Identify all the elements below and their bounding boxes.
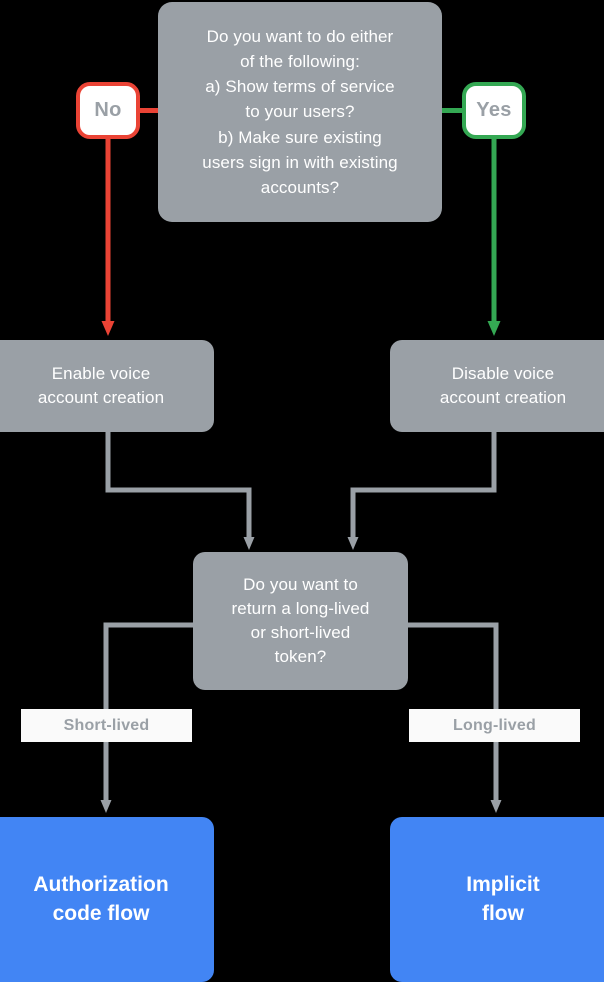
terminal-node-implicit-flow-text: Implicit flow [466, 873, 540, 925]
terminal-node-authorization-code-flow-text: Authorization code flow [33, 873, 169, 925]
edge-enable-to-token [105, 432, 255, 550]
decision-node-terms-question-text: Do you want to do either of the followin… [202, 26, 398, 197]
answer-node-no[interactable]: No [76, 82, 140, 139]
edge-disable-to-token [347, 432, 497, 550]
edge-label-long-lived-text: Long-lived [453, 716, 536, 734]
edge-label-long-lived: Long-lived [409, 709, 580, 742]
process-node-enable-voice-account-creation-text: Enable voice account creation [37, 363, 165, 407]
decision-node-token-question-text: Do you want to return a long-lived or sh… [231, 574, 370, 667]
edge-label-short-lived-text: Short-lived [63, 716, 150, 734]
decision-node-terms-question[interactable]: Do you want to do either of the followin… [158, 2, 442, 222]
terminal-node-authorization-code-flow[interactable]: Authorization code flow [0, 817, 214, 982]
decision-node-token-question[interactable]: Do you want to return a long-lived or sh… [193, 552, 408, 690]
process-node-enable-voice-account-creation[interactable]: Enable voice account creation [0, 340, 214, 432]
edge-label-short-lived: Short-lived [21, 709, 192, 742]
terminal-node-implicit-flow[interactable]: Implicit flow [390, 817, 604, 982]
answer-node-yes[interactable]: Yes [462, 82, 526, 139]
process-node-disable-voice-account-creation-text: Disable voice account creation [439, 363, 567, 407]
answer-node-yes-label: Yes [476, 99, 512, 121]
answer-node-no-label: No [94, 99, 122, 121]
process-node-disable-voice-account-creation[interactable]: Disable voice account creation [390, 340, 604, 432]
